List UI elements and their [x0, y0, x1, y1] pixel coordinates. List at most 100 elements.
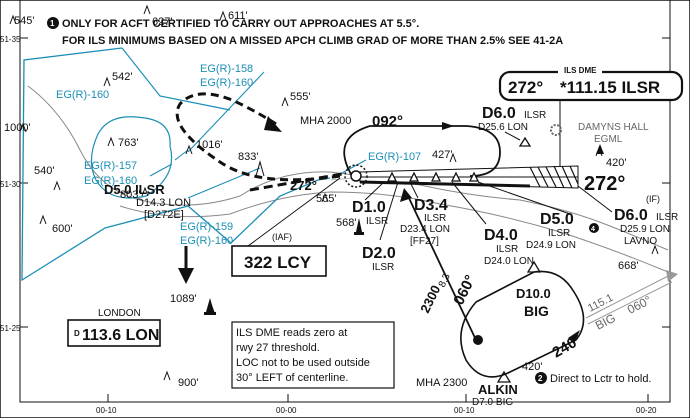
- damyns-hall-code: EGML: [594, 134, 623, 145]
- fix-d20: D2.0: [362, 245, 396, 262]
- big-inbound-course: [407, 195, 477, 341]
- big-hold-arrow: [568, 330, 580, 344]
- ils-course: 272°: [508, 78, 543, 97]
- marker4-circle: [589, 223, 599, 233]
- radial-158: EG(R)-158: [200, 63, 253, 75]
- big-holding-pattern: [460, 270, 585, 378]
- elev-427: 427': [432, 149, 452, 161]
- lcy-leader: [247, 177, 341, 247]
- elev-1000: 1000': [4, 122, 31, 134]
- note1-marker: [47, 17, 59, 29]
- radial-160d: EG(R)-160: [180, 235, 233, 247]
- note2-text: Direct to Lctr to hold.: [550, 373, 652, 385]
- elev-600: 600': [52, 223, 72, 235]
- radial-107: EG(R)-107: [368, 151, 421, 163]
- elev-900: 900': [178, 377, 198, 389]
- lat-label-mid: 51-30: [0, 180, 21, 189]
- ils-dme-header: ILS DME: [564, 66, 597, 75]
- fix-d50-right-sub1: ILSR: [548, 228, 570, 239]
- info-line-3: LOC not to be used outside: [236, 357, 370, 369]
- airspace-boundary: [21, 47, 331, 282]
- elev-763: 763': [118, 137, 138, 149]
- localizer-feather: [359, 165, 579, 189]
- fix-d50-right: D5.0: [540, 211, 574, 228]
- fix-triangles: [386, 136, 542, 383]
- elev-542: 542': [112, 71, 132, 83]
- fix-d10-sub: ILSR: [366, 216, 388, 227]
- note1-number: 1: [50, 19, 55, 28]
- ils-info-box: [231, 321, 395, 389]
- fix-d60-top: D6.0: [482, 105, 516, 122]
- fix-alkin: ALKIN: [478, 382, 518, 397]
- elevation-labels: 545' 627' 611' 542' 555' 1000' 763' 1016…: [4, 10, 638, 389]
- fix-d34: D3.4: [414, 197, 448, 214]
- big-hold-marker: [473, 335, 483, 345]
- restricted-area: [90, 116, 173, 199]
- note2-marker: [535, 372, 547, 384]
- mha-2300: MHA 2300: [416, 377, 467, 389]
- arrival-arrow: [264, 116, 282, 132]
- damyns-hall-symbol: [550, 124, 562, 136]
- big-inbound-arrow: [400, 188, 412, 202]
- note1-line1: ONLY FOR ACFT CERTIFIED TO CARRY OUT APP…: [62, 18, 419, 30]
- london-vor-box: [67, 319, 161, 347]
- elev-627: 627': [152, 16, 172, 28]
- tall-obstacle-symbols: [204, 144, 604, 315]
- fix-alkin-sub: D7.0 BIG: [472, 397, 513, 408]
- fix-d10: D1.0: [352, 199, 386, 216]
- fix-d20-sub: ILSR: [372, 262, 394, 273]
- course-092: 092°: [372, 113, 403, 130]
- fix-d100-sub: BIG: [524, 303, 549, 319]
- fix-d60-top-ilsr: ILSR: [524, 110, 546, 121]
- elev-545: 545': [14, 15, 34, 27]
- holding-pattern-top: [343, 125, 501, 177]
- fix-leaders: [364, 131, 613, 241]
- fix-d60-top-sub: D25.6 LON: [478, 122, 528, 133]
- big-radial-line: [585, 273, 673, 319]
- arrival-dashed-loop: [175, 92, 341, 182]
- fix-d34-sub3: [FF27]: [410, 236, 439, 247]
- info-line-4: 30° LEFT of centerline.: [236, 372, 348, 384]
- elev-420b: 420': [522, 361, 542, 373]
- note2-number: 2: [538, 374, 543, 383]
- radial-160c: EG(R)-160: [84, 175, 137, 187]
- note1-line2: FOR ILS MINIMUMS BASED ON A MISSED APCH …: [62, 35, 563, 47]
- course-272-large: 272°: [584, 173, 625, 195]
- elev-833: 833': [238, 151, 258, 163]
- elev-565: 565': [316, 193, 336, 205]
- lon-label-4: 00-20: [636, 406, 657, 415]
- london-frequency: 113.6 LON: [82, 327, 159, 344]
- fix-d40-sub1: ILSR: [496, 244, 518, 255]
- big-radial-arrow: [666, 270, 678, 282]
- elev-1089: 1089': [170, 293, 197, 305]
- marker4-number: 4: [591, 226, 595, 233]
- lon-label-1: 00-10: [96, 406, 117, 415]
- fix-d60-right-sub1: D25.9 LON: [620, 224, 670, 235]
- fix-d40-sub2: D24.0 LON: [484, 256, 534, 267]
- fix-d50-left-sub2: [D272E]: [144, 209, 184, 221]
- london-d-marker: D: [74, 329, 80, 338]
- big-radial-line-2: [587, 281, 673, 325]
- lat-label-top: 51-35: [0, 35, 21, 44]
- river-bank-north: [27, 85, 669, 251]
- lcy-iaf: (IAF): [272, 232, 292, 242]
- damyns-hall-name: DAMYNS HALL: [578, 122, 649, 133]
- elev-420a: 420': [606, 157, 626, 169]
- graticule-ticks: [20, 37, 670, 402]
- radial-159: EG(R)-159: [180, 221, 233, 233]
- fix-d100: D10.0: [516, 286, 551, 301]
- airspace-boundary-2: [121, 47, 231, 111]
- london-name: LONDON: [98, 308, 141, 319]
- fix-d50-right-sub2: D24.9 LON: [526, 240, 576, 251]
- fix-d40: D4.0: [484, 227, 518, 244]
- lcy-direction-arrow: [178, 268, 194, 284]
- fix-d60-right: D6.0: [614, 207, 648, 224]
- elev-568: 568': [336, 217, 356, 229]
- inner-frame: [19, 0, 671, 403]
- ils-frequency: *111.15 ILSR: [560, 78, 660, 97]
- fix-d60-right-ilsr: ILSR: [656, 212, 678, 223]
- lon-label-3: 00-10: [454, 406, 475, 415]
- elev-1016: 1016': [196, 139, 223, 151]
- elev-668: 668': [618, 260, 638, 272]
